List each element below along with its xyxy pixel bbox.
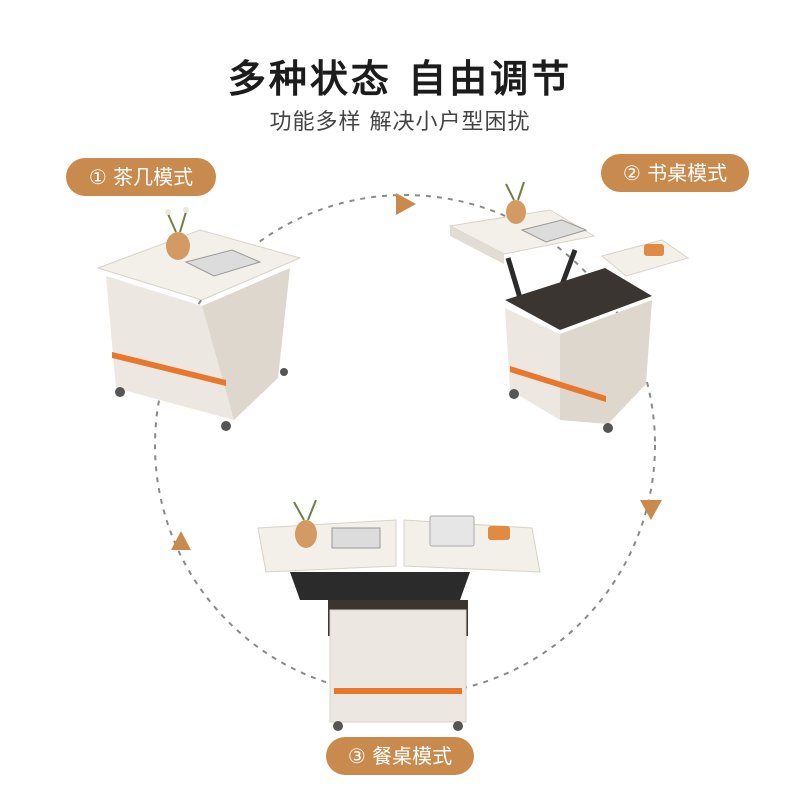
book	[520, 219, 588, 243]
book	[184, 249, 262, 277]
cabinet-desk-mode	[448, 181, 690, 433]
cup	[488, 526, 510, 540]
orange-stripe	[334, 688, 462, 694]
vase	[166, 232, 190, 260]
arrow-right-icon	[396, 193, 416, 215]
book	[331, 527, 381, 549]
arrow-up-icon	[171, 531, 191, 550]
vase	[506, 200, 526, 224]
vase	[295, 520, 317, 548]
tablet	[429, 515, 475, 547]
mode-label-dining-table: ③ 餐桌模式	[326, 737, 474, 775]
mode-label-coffee-table: ① 茶几模式	[66, 158, 216, 196]
page-title: 多种状态 自由调节	[227, 57, 573, 101]
cycle-dashed-circle	[154, 194, 656, 696]
mode-label-desk: ② 书桌模式	[601, 154, 749, 192]
orange-stripe	[112, 352, 226, 386]
cabinet-dining-table-mode	[257, 499, 541, 731]
cup	[644, 244, 664, 256]
arrow-down-icon	[640, 500, 662, 520]
cabinet-coffee-table-mode	[96, 207, 302, 431]
page-subtitle: 功能多样 解决小户型困扰	[269, 110, 531, 135]
orange-stripe	[510, 366, 606, 402]
